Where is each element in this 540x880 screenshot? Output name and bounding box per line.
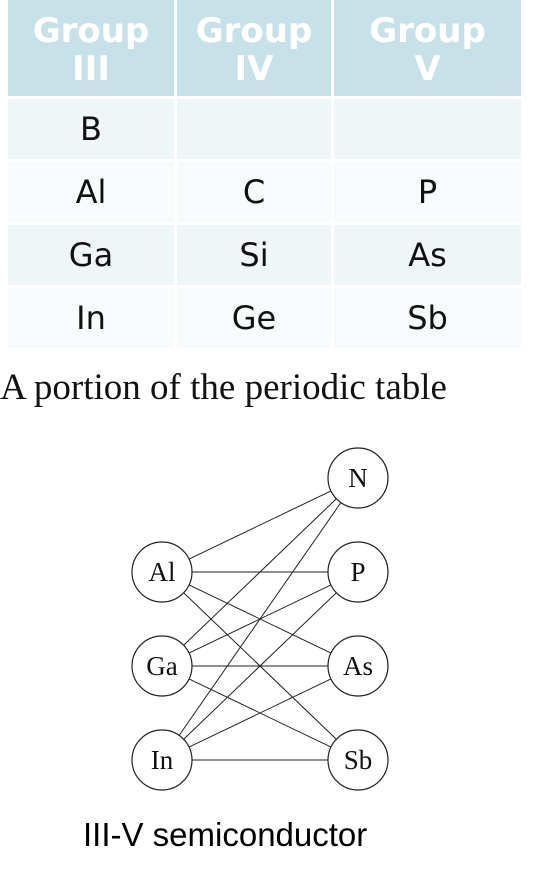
node-in: In (131, 729, 193, 791)
cell-element: Ge (177, 288, 331, 348)
cell-element: C (177, 162, 331, 222)
cell-element: In (8, 288, 174, 348)
cell-element (334, 99, 521, 159)
node-ga: Ga (131, 635, 193, 697)
node-label: As (343, 651, 373, 681)
node-circle (327, 541, 389, 603)
node-circle (131, 541, 193, 603)
cell-element: Sb (334, 288, 521, 348)
cell-element: P (334, 162, 521, 222)
edge-ga-n (183, 498, 337, 646)
node-circle (131, 635, 193, 697)
node-as: As (327, 635, 389, 697)
header-group-iv: Group IV (177, 0, 331, 96)
cell-element: B (8, 99, 174, 159)
node-circle (327, 447, 389, 509)
header-group-iii: Group III (8, 0, 174, 96)
node-n: N (327, 447, 389, 509)
node-al: Al (131, 541, 193, 603)
edge-in-as (188, 678, 332, 748)
cell-element: Ga (8, 225, 174, 285)
edge-in-p (183, 592, 337, 740)
cell-element: As (334, 225, 521, 285)
node-label: N (348, 463, 368, 493)
periodic-table-portion: Group III Group IV Group V B Al C P Ga S… (8, 0, 521, 348)
node-sb: Sb (327, 729, 389, 791)
edge-in-n (178, 502, 342, 736)
node-circle (131, 729, 193, 791)
header-group-v: Group V (334, 0, 521, 96)
node-label: Al (149, 557, 176, 587)
table-caption: A portion of the periodic table (0, 367, 447, 408)
cell-element (177, 99, 331, 159)
node-circle (327, 635, 389, 697)
diagram-caption: III-V semiconductor (83, 816, 368, 853)
edge-group (178, 490, 342, 761)
edge-al-n (188, 490, 332, 560)
node-p: P (327, 541, 389, 603)
cell-element: Si (177, 225, 331, 285)
node-label: P (350, 557, 365, 587)
node-label: Ga (146, 651, 177, 681)
cell-element: Al (8, 162, 174, 222)
node-label: In (151, 745, 174, 775)
node-label: Sb (344, 745, 373, 775)
node-circle (327, 729, 389, 791)
